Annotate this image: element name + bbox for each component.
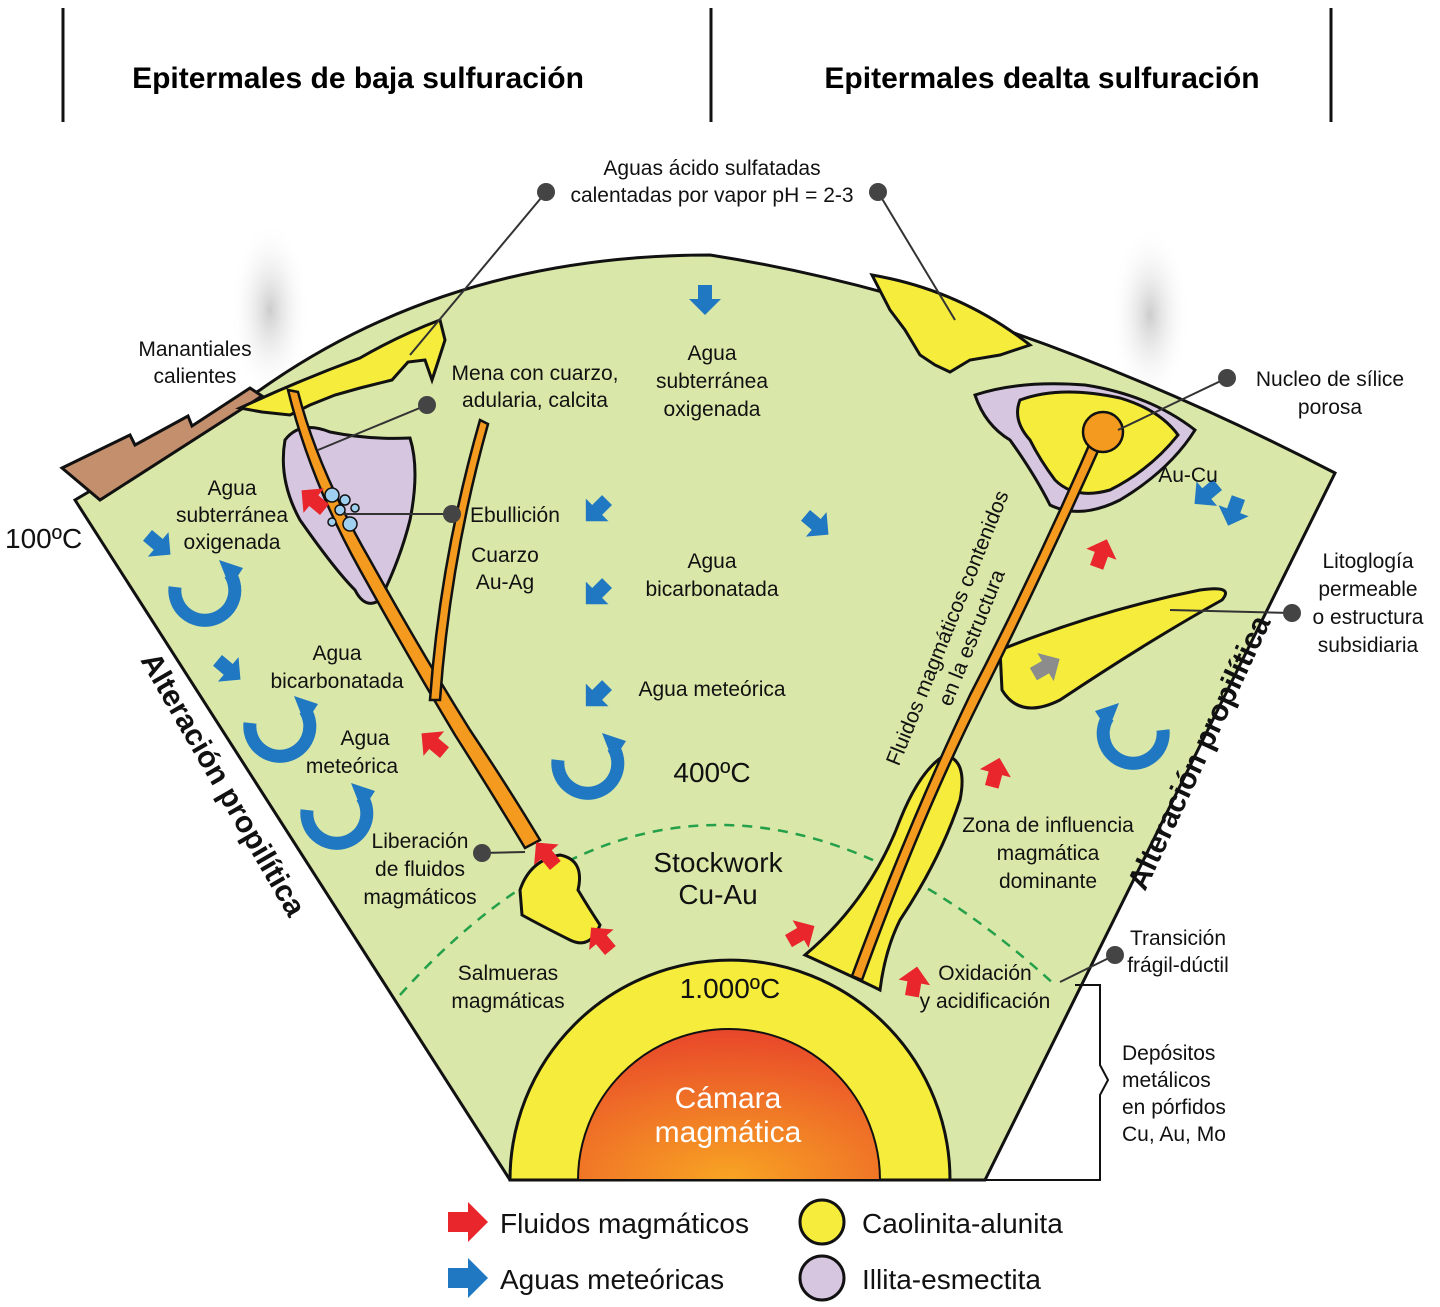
label-litologia-4: subsidiaria: [1318, 634, 1419, 657]
label-agua-meteorica-c: Agua meteórica: [638, 678, 785, 701]
label-litologia-1: Litoglogía: [1322, 550, 1413, 573]
label-oxidacion-2: y acidificación: [920, 990, 1051, 1013]
legend-yellow-label: Caolinita-alunita: [862, 1208, 1063, 1239]
label-zona-3: dominante: [999, 870, 1097, 893]
label-transicion-1: Transición: [1130, 927, 1226, 950]
label-agua-meteorica-l-1: Agua: [340, 727, 389, 750]
label-liberacion-1: Liberación: [372, 830, 469, 853]
label-oxidacion-1: Oxidación: [938, 962, 1031, 985]
label-stockwork-1: Stockwork: [653, 847, 783, 878]
label-ebullicion: Ebullición: [470, 504, 560, 527]
label-agua-bicarb-c-2: bicarbonatada: [645, 578, 778, 601]
label-nucleo-1: Nucleo de sílice: [1256, 368, 1404, 391]
legend-yellow-circle: [800, 1200, 844, 1244]
legend-red-label: Fluidos magmáticos: [500, 1208, 749, 1239]
label-agua-oxig-left-3: oxigenada: [184, 531, 281, 554]
legend-blue-arrow: [448, 1258, 488, 1298]
label-depositos-2: metálicos: [1122, 1069, 1211, 1092]
label-camara-2: magmática: [655, 1116, 802, 1149]
label-agua-bicarb-c-1: Agua: [687, 550, 736, 573]
label-litologia-2: permeable: [1318, 578, 1417, 601]
label-manantiales-2: calientes: [154, 365, 237, 388]
legend-purple-circle: [800, 1256, 844, 1300]
label-zona-2: magmática: [997, 842, 1100, 865]
label-depositos-1: Depósitos: [1122, 1042, 1215, 1065]
label-liberacion-3: magmáticos: [363, 886, 476, 909]
label-agua-meteorica-l-2: meteórica: [306, 755, 399, 778]
label-agua-oxig-left-1: Agua: [207, 477, 256, 500]
label-litologia-3: o estructura: [1313, 606, 1424, 629]
label-liberacion-2: de fluidos: [375, 858, 465, 881]
label-agua-oxig-left-2: subterránea: [176, 504, 288, 527]
label-agua-oxig-top-3: oxigenada: [664, 398, 761, 421]
label-aguas-acido-2: calentadas por vapor pH = 2-3: [570, 184, 853, 207]
label-mena-1: Mena con cuarzo,: [452, 362, 619, 385]
label-depositos-4: Cu, Au, Mo: [1122, 1123, 1226, 1146]
label-mena-2: adularia, calcita: [462, 389, 608, 412]
label-aguas-acido-1: Aguas ácido sulfatadas: [603, 157, 820, 180]
header-low-sulfidation: Epitermales de baja sulfuración: [132, 62, 584, 95]
label-manantiales-1: Manantiales: [138, 338, 251, 361]
label-temp-400: 400ºC: [673, 757, 750, 788]
label-transicion-2: frágil-dúctil: [1127, 954, 1229, 977]
label-agua-bicarb-l-2: bicarbonatada: [270, 670, 403, 693]
label-salmueras-1: Salmueras: [458, 962, 558, 985]
label-salmueras-2: magmáticas: [451, 990, 564, 1013]
label-cuarzo-2: Au-Ag: [476, 571, 534, 594]
legend-blue-label: Aguas meteóricas: [500, 1264, 724, 1295]
label-agua-oxig-top-2: subterránea: [656, 370, 768, 393]
label-depositos-3: en pórfidos: [1122, 1096, 1226, 1119]
legend-purple-label: Illita-esmectita: [862, 1264, 1041, 1295]
label-cuarzo-1: Cuarzo: [471, 544, 539, 567]
label-nucleo-2: porosa: [1298, 396, 1363, 419]
legend-red-arrow: [448, 1202, 488, 1242]
label-aucu: Au-Cu: [1158, 464, 1218, 487]
label-temp-1000: 1.000ºC: [680, 973, 781, 1004]
label-stockwork-2: Cu-Au: [678, 879, 757, 910]
label-agua-bicarb-l-1: Agua: [312, 642, 361, 665]
label-agua-oxig-top-1: Agua: [687, 342, 736, 365]
label-camara-1: Cámara: [675, 1082, 782, 1115]
label-temp-100: 100ºC: [5, 523, 82, 554]
silica-core: [1083, 412, 1123, 452]
header-high-sulfidation: Epitermales dealta sulfuración: [824, 62, 1259, 95]
label-zona-1: Zona de influencia: [962, 814, 1134, 837]
